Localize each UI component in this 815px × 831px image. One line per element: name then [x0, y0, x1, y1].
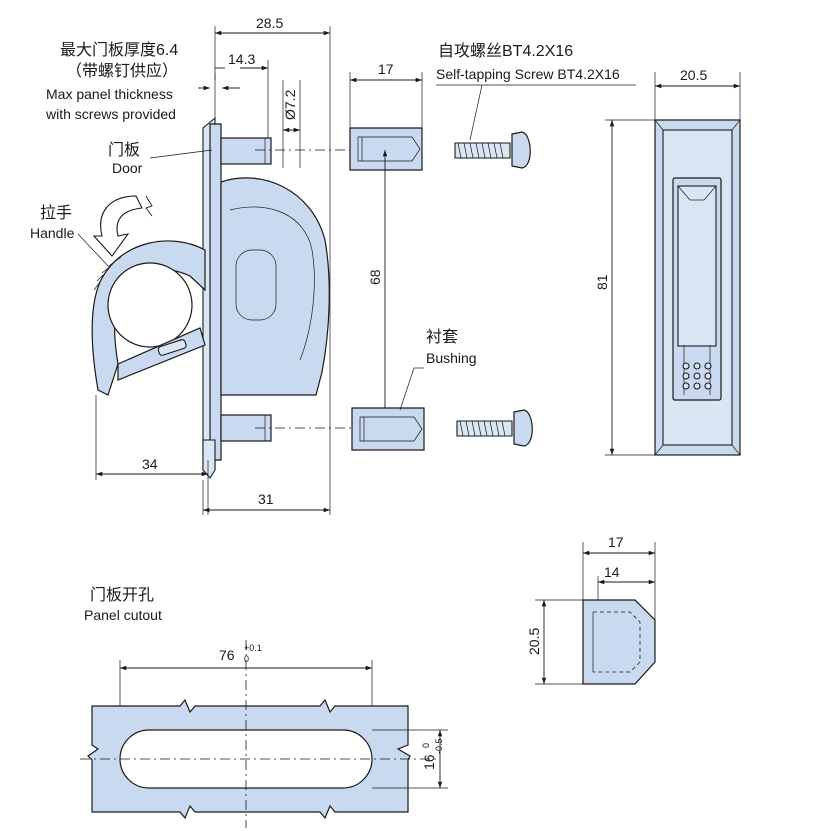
label-cutout-en: Panel cutout: [84, 607, 162, 623]
front-view: 20.5 81: [594, 67, 741, 456]
housing-body: [220, 177, 330, 396]
dim-front-height: 81: [594, 274, 610, 290]
dim-cutout-width: 16: [421, 754, 437, 770]
dim-bushing-top-length: 17: [608, 534, 624, 550]
bushing-bottom: [351, 407, 425, 451]
dim-handle-reach: 34: [142, 456, 158, 472]
panel-cutout-view: 门板开孔 Panel cutout 76 +0.1 0 16 0 -0.5: [80, 586, 448, 828]
label-handle-en: Handle: [30, 225, 75, 241]
dim-cutout-width-tol-lower: -0.5: [434, 738, 444, 754]
label-door-en: Door: [112, 160, 143, 176]
side-view: 28.5 14.3 Ø7.2: [30, 15, 420, 515]
bushing-top: [349, 127, 423, 171]
bushing-detail: 17 14 20.5: [526, 534, 656, 685]
label-handle-cn: 拉手: [40, 204, 72, 222]
label-max-panel-cn-2: （带螺钉供应）: [66, 61, 178, 80]
label-door-cn: 门板: [108, 141, 140, 159]
dim-bushing-offset: 14.3: [228, 51, 255, 67]
label-screw-cn: 自攻螺丝BT4.2X16: [438, 42, 573, 60]
top-stud: [220, 137, 272, 165]
label-screw-en: Self-tapping Screw BT4.2X16: [436, 66, 620, 82]
dim-bushing-height: 20.5: [526, 628, 542, 655]
dim-base-depth: 31: [258, 491, 274, 507]
dim-front-width: 20.5: [680, 67, 707, 83]
dim-bushing-length: 17: [378, 61, 394, 77]
label-max-panel-en-1: Max panel thickness: [46, 86, 173, 102]
label-bushing-cn: 衬套: [426, 328, 458, 346]
dim-hole-spacing: 68: [367, 269, 383, 285]
label-bushing-en: Bushing: [426, 350, 477, 366]
grip-dots: [682, 362, 712, 390]
label-max-panel-en-2: with screws provided: [45, 106, 176, 122]
label-cutout-cn: 门板开孔: [90, 586, 154, 604]
bushing-screw-view: 17 68 自攻螺丝BT4.2X16 Self-tapping Screw BT…: [349, 42, 636, 451]
rotate-arrow-icon: [92, 195, 143, 257]
dim-bushing-inner-length: 14: [604, 564, 620, 580]
dim-total-depth: 28.5: [256, 15, 283, 31]
dim-hole-diameter: Ø7.2: [282, 89, 298, 120]
dim-cutout-length-tol-upper: +0.1: [244, 643, 262, 653]
dim-cutout-length: 76: [219, 647, 235, 663]
label-max-panel-cn-1: 最大门板厚度6.4: [60, 41, 178, 59]
dim-cutout-length-tol-lower: 0: [244, 654, 249, 664]
bushing-detail-body: [582, 599, 656, 685]
dim-cutout-width-tol-upper: 0: [421, 743, 431, 748]
